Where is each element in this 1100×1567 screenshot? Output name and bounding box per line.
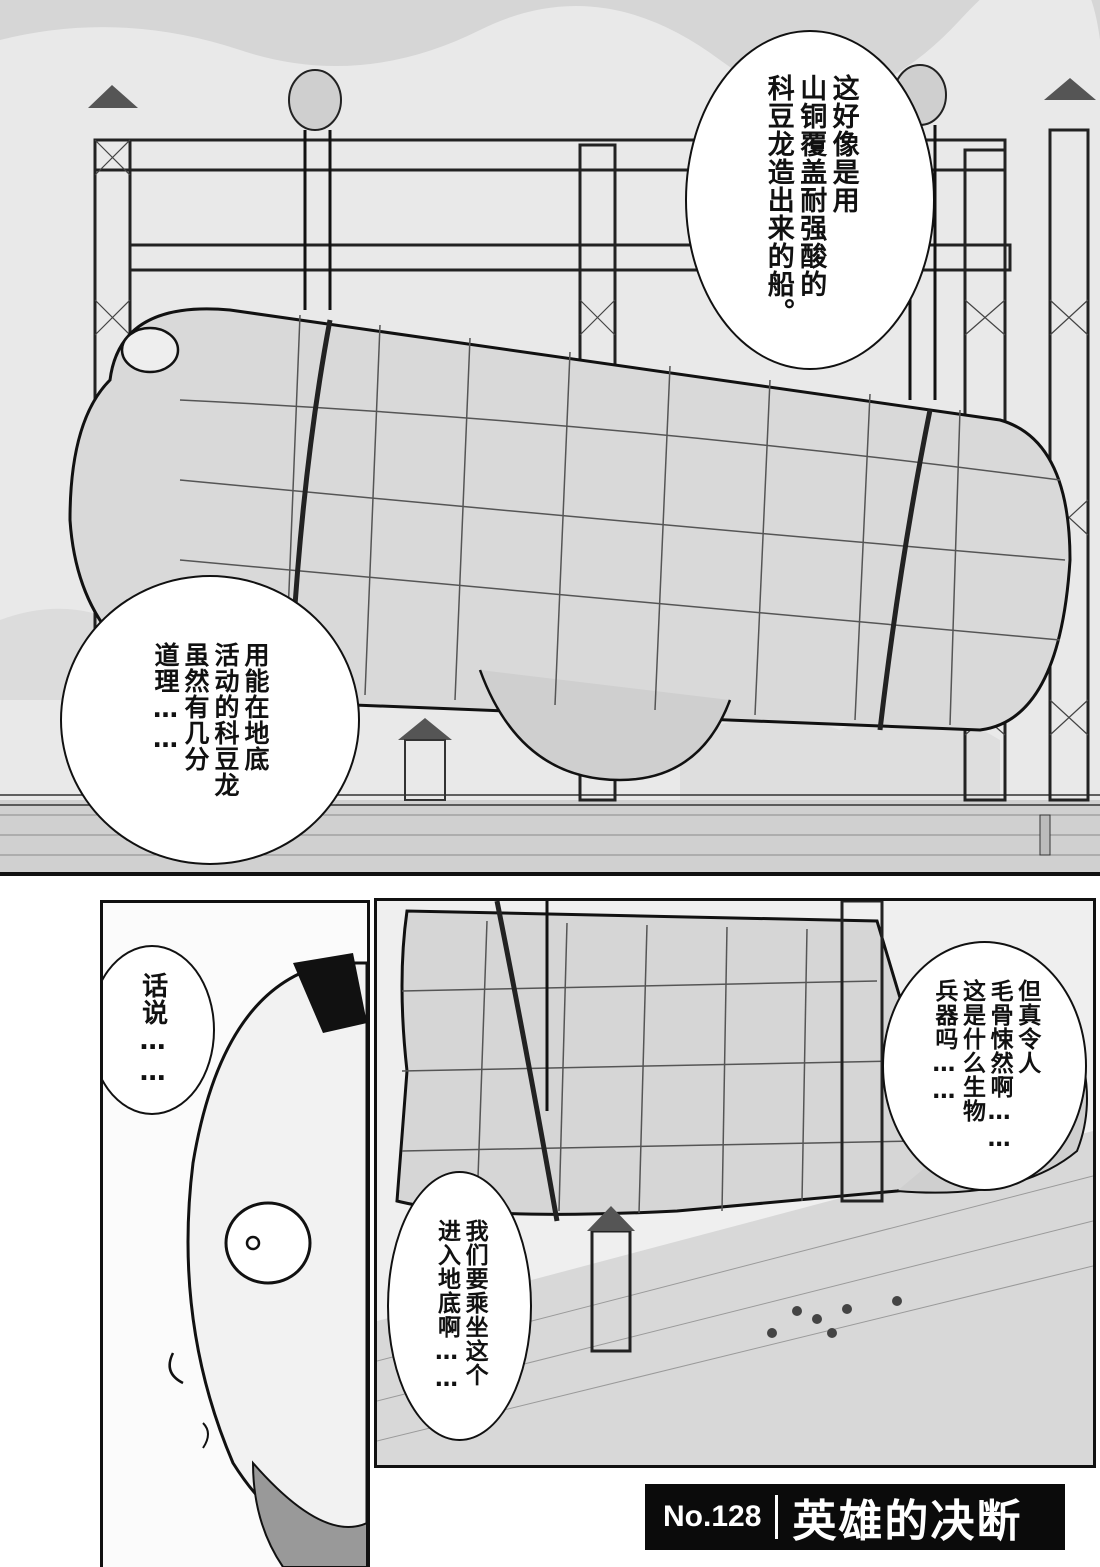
bubble-line: 这好像是用	[827, 74, 859, 214]
bubble-line: 话说……	[137, 972, 168, 1088]
chapter-number: No.128	[663, 1500, 762, 1533]
bubble-line: 我们要乘坐这个	[461, 1219, 488, 1387]
bubble-line: 虽然有几分	[181, 642, 210, 772]
bubble-line: 进入地底啊……	[433, 1219, 460, 1393]
bottom-right-panel: 但真令人 毛骨悚然啊…… 这是什么生物 兵器吗…… 我们要乘坐这个 进入地底啊……	[374, 898, 1096, 1468]
bubble-line: 科豆龙造出来的船。	[762, 74, 794, 326]
speech-bubble-reasonable: 用能在地底 活动的科豆龙 虽然有几分 道理……	[60, 575, 360, 865]
bubble-line: 但真令人	[1013, 979, 1040, 1075]
speech-bubble-creepy-weapon: 但真令人 毛骨悚然啊…… 这是什么生物 兵器吗……	[882, 941, 1087, 1191]
bubble-line: 兵器吗……	[930, 979, 957, 1105]
bubble-line: 活动的科豆龙	[211, 642, 240, 798]
title-divider	[775, 1495, 779, 1539]
chapter-title: 英雄的决断	[792, 1496, 1023, 1547]
bubble-line: 道理……	[151, 642, 180, 754]
bottom-left-panel: 话说……	[100, 900, 370, 1567]
bubble-line: 这是什么生物	[958, 979, 985, 1123]
top-panel: 这好像是用 山铜覆盖耐强酸的 科豆龙造出来的船。 用能在地底 活动的科豆龙 虽然…	[0, 0, 1100, 876]
speech-bubble-airship-description: 这好像是用 山铜覆盖耐强酸的 科豆龙造出来的船。	[685, 30, 935, 370]
chapter-title-bar: No.128 英雄的决断	[645, 1484, 1065, 1550]
bubble-line: 毛骨悚然啊……	[986, 979, 1013, 1153]
bubble-line: 山铜覆盖耐强酸的	[795, 74, 827, 298]
bubble-line: 用能在地底	[241, 642, 270, 772]
speech-bubble-by-the-way: 话说……	[103, 945, 215, 1115]
speech-bubble-ride-underground: 我们要乘坐这个 进入地底啊……	[387, 1171, 532, 1441]
character-closeup	[103, 903, 367, 1567]
